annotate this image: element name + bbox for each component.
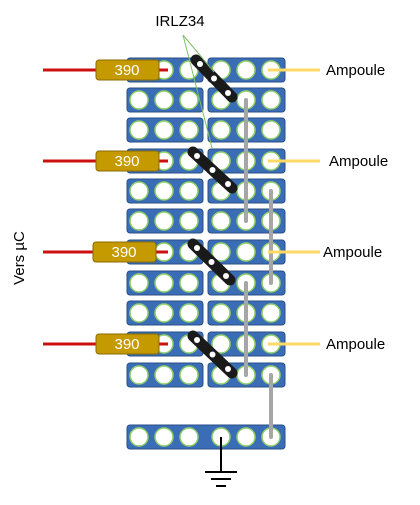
resistor-value-1: 390 [114,62,139,79]
wires-layer [43,68,320,439]
hole-ground-c5 [236,427,256,447]
resistor-value-3: 390 [111,244,136,261]
hole-r7-c5 [236,242,256,262]
transistor-2-pin-1 [194,153,200,159]
hole-r9-c4 [211,303,231,323]
hole-r7-c4 [211,242,231,262]
hole-r3-c6 [261,120,281,140]
hole-ground-c3 [179,427,199,447]
hole-r5-c1 [129,181,149,201]
lamp-label-4: Ampoule [326,336,385,353]
components-layer: 390 390 390 390 [92,54,238,487]
resistor-3 [92,241,157,263]
side-label: Vers µC [11,231,28,285]
hole-r10-c4 [211,334,231,354]
hole-r2-c3 [179,90,199,110]
hole-r3-c4 [211,120,231,140]
hole-r6-c3 [179,211,199,231]
lamp-label-1: Ampoule [326,62,385,79]
hole-r8-c1 [129,273,149,293]
transistor-3-pin-2 [208,259,215,265]
hole-r4-c4 [211,151,231,171]
hole-r3-c3 [179,120,199,140]
hole-r2-c2 [154,90,174,110]
hole-r11-c3 [179,365,199,385]
resistor-1 [95,59,160,81]
hole-ground-c1 [129,427,149,447]
transistor-4-pin-1 [194,337,200,343]
transistor-2-pin-3 [225,181,231,187]
leader-line-2 [182,34,213,149]
transistor-4-pin-3 [225,366,231,372]
resistor-value-2: 390 [114,153,139,170]
hole-r9-c6 [261,303,281,323]
transistor-2-pin-2 [209,167,216,173]
lamp-label-3: Ampoule [323,244,382,261]
transistor-3-pin-3 [223,273,229,279]
hole-r6-c1 [129,211,149,231]
resistor-4 [95,333,160,355]
hole-r6-c4 [211,211,231,231]
hole-r11-c1 [129,365,149,385]
hole-r9-c2 [154,303,174,323]
transistor-label: IRLZ34 [155,13,204,30]
hole-r5-c2 [154,181,174,201]
hole-r8-c3 [179,273,199,293]
resistor-2 [95,150,160,172]
hole-ground-c2 [154,427,174,447]
transistor-1-pin-3 [225,90,231,96]
transistor-3-pin-1 [194,245,200,251]
hole-r2-c6 [261,90,281,110]
transistor-1-pin-2 [211,75,217,82]
hole-r3-c1 [129,120,149,140]
hole-r11-c2 [154,365,174,385]
hole-r2-c1 [129,90,149,110]
hole-r1-c5 [236,60,256,80]
transistor-4-pin-2 [209,351,216,358]
hole-r3-c2 [154,120,174,140]
leader-line-1 [182,34,215,73]
resistor-value-4: 390 [114,336,139,353]
hole-r5-c3 [179,181,199,201]
transistor-1-pin-1 [197,61,203,67]
hole-r9-c3 [179,303,199,323]
hole-r6-c2 [154,211,174,231]
hole-r8-c2 [154,273,174,293]
hole-r9-c1 [129,303,149,323]
lamp-label-2: Ampoule [329,153,388,170]
